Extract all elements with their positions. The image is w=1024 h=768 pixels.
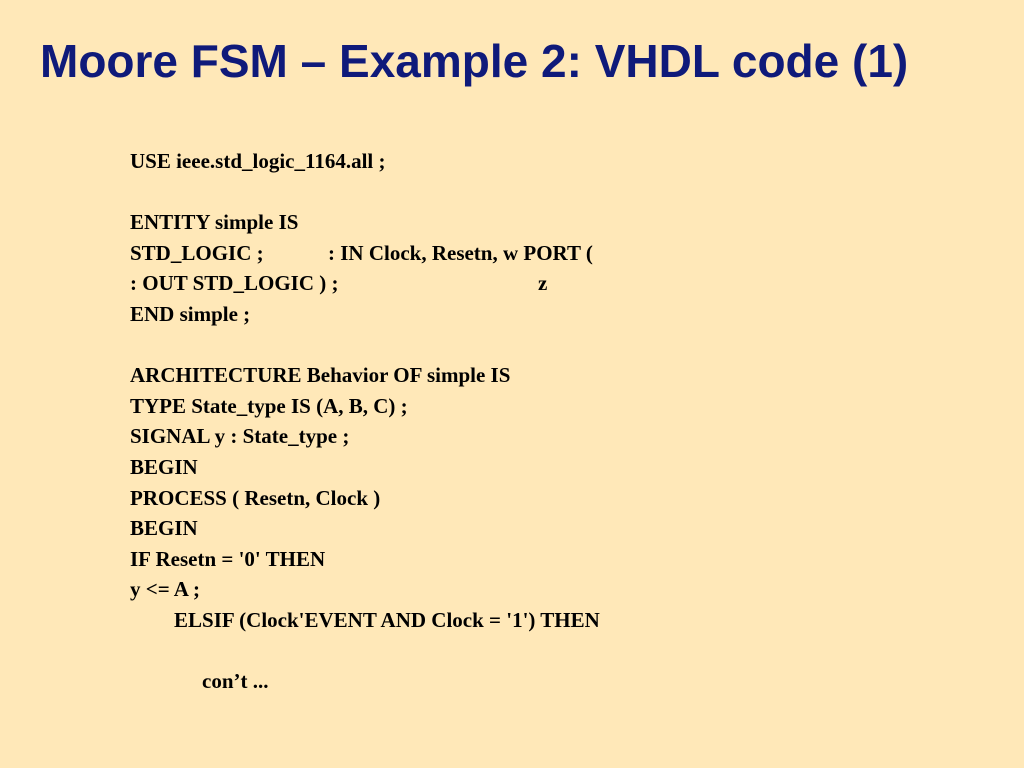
- code-line-output: : OUT STD_LOGIC ) ; z: [130, 268, 1010, 299]
- vhdl-code-block: USE ieee.std_logic_1164.all ; ENTITY sim…: [130, 146, 1010, 697]
- code-line-assign: y <= A ;: [130, 577, 201, 602]
- code-line-type: TYPE State_type IS (A, B, C) ;: [130, 393, 408, 418]
- code-line-continued: con’t ...: [202, 669, 269, 694]
- code-line-entity: ENTITY simple IS: [130, 210, 299, 235]
- code-line-use: USE ieee.std_logic_1164.all ;: [130, 149, 386, 173]
- code-blank-line: [130, 330, 1010, 361]
- code-port-type-text: STD_LOGIC ;: [130, 240, 264, 265]
- code-blank-line: [130, 177, 1010, 208]
- code-output-type-text: : OUT STD_LOGIC ) ;: [130, 271, 339, 296]
- code-line-process: PROCESS ( Resetn, Clock ): [130, 485, 381, 510]
- code-line-end-entity: END simple ;: [130, 301, 251, 326]
- code-line-begin-process: BEGIN: [130, 516, 198, 541]
- code-port-declaration-text: : IN Clock, Resetn, w PORT (: [328, 240, 593, 265]
- code-output-name-text: z: [538, 271, 548, 296]
- code-blank-line: [130, 636, 1010, 667]
- slide-title: Moore FSM – Example 2: VHDL code (1): [40, 35, 909, 87]
- code-line-port: STD_LOGIC ; : IN Clock, Resetn, w PORT (: [130, 238, 1010, 269]
- code-line-elsif: ELSIF (Clock'EVENT AND Clock = '1') THEN: [174, 607, 600, 632]
- code-line-if: IF Resetn = '0' THEN: [130, 546, 326, 571]
- code-line-begin: BEGIN: [130, 454, 198, 479]
- code-line-architecture: ARCHITECTURE Behavior OF simple IS: [130, 363, 511, 388]
- code-line-signal: SIGNAL y : State_type ;: [130, 424, 350, 449]
